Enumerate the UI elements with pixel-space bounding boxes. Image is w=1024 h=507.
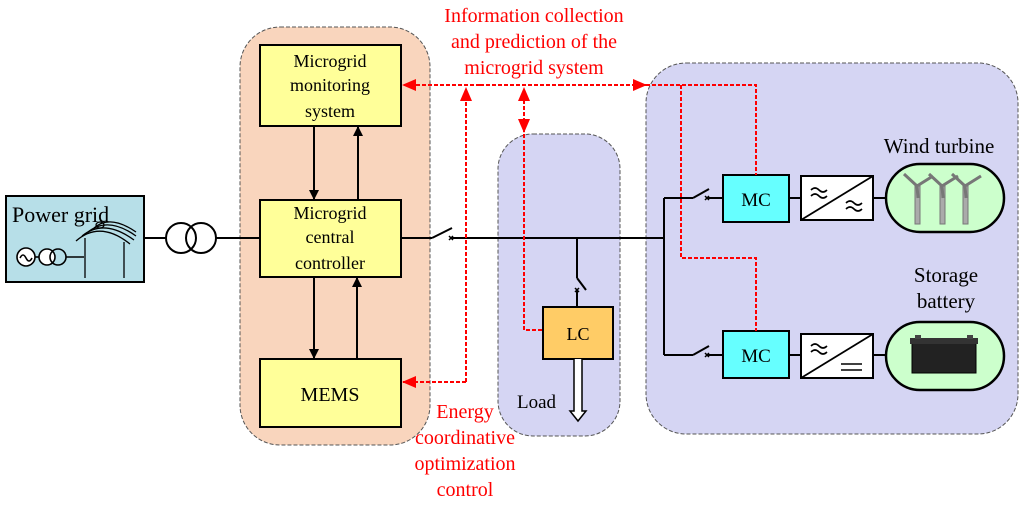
load-label: Load bbox=[517, 392, 557, 413]
wind-turbine-pill bbox=[884, 162, 1006, 234]
power-grid-label: Power grid bbox=[12, 202, 109, 227]
battery-icon bbox=[910, 335, 978, 374]
transformer-icon bbox=[165, 222, 217, 254]
storage-micro-controller: MC bbox=[722, 330, 790, 379]
svg-text:system: system bbox=[305, 101, 355, 121]
svg-text:LC: LC bbox=[566, 324, 589, 344]
mems-box: MEMS bbox=[259, 358, 402, 428]
load-arrow-icon bbox=[568, 359, 588, 423]
svg-text:Information collection: Information collection bbox=[444, 5, 623, 27]
load-controller-box: LC bbox=[542, 306, 614, 360]
energy-control-annotation: Energy coordinative optimization control bbox=[414, 401, 515, 501]
svg-text:monitoring: monitoring bbox=[290, 75, 370, 95]
generator-icon bbox=[16, 247, 84, 267]
ac-ac-converter-icon bbox=[800, 175, 874, 221]
monitoring-system-box: Microgrid monitoring system bbox=[259, 44, 402, 127]
svg-text:and prediction of the: and prediction of the bbox=[451, 31, 617, 53]
central-controller-box: Microgrid central controller bbox=[259, 199, 402, 278]
svg-text:Microgrid: Microgrid bbox=[294, 203, 367, 223]
svg-text:Energy: Energy bbox=[436, 401, 493, 423]
main-breaker-switch bbox=[431, 227, 454, 241]
info-collection-annotation: Information collection and prediction of… bbox=[444, 5, 623, 79]
info-signal-lines bbox=[402, 79, 757, 388]
svg-text:MEMS: MEMS bbox=[301, 384, 360, 406]
svg-text:optimization: optimization bbox=[414, 453, 515, 475]
svg-text:central: central bbox=[306, 227, 355, 247]
power-grid: Power grid bbox=[5, 195, 145, 283]
transmission-tower-icon bbox=[75, 221, 137, 278]
wind-micro-controller: MC bbox=[722, 174, 790, 223]
wind-turbine-label: Wind turbine bbox=[884, 134, 995, 158]
wind-turbine-icon bbox=[902, 172, 982, 225]
svg-text:battery: battery bbox=[917, 289, 976, 313]
load-region bbox=[497, 133, 621, 437]
svg-text:Microgrid: Microgrid bbox=[294, 51, 367, 71]
svg-text:MC: MC bbox=[741, 346, 771, 367]
storage-switch bbox=[692, 345, 710, 358]
svg-text:MC: MC bbox=[741, 190, 771, 211]
svg-text:microgrid system: microgrid system bbox=[464, 57, 604, 79]
svg-text:control: control bbox=[437, 479, 494, 501]
wind-switch bbox=[692, 188, 710, 201]
svg-text:Storage: Storage bbox=[914, 263, 978, 287]
storage-battery-pill bbox=[884, 320, 1006, 392]
svg-text:coordinative: coordinative bbox=[415, 427, 515, 449]
svg-text:controller: controller bbox=[295, 253, 365, 273]
ac-dc-converter-icon bbox=[800, 333, 874, 379]
